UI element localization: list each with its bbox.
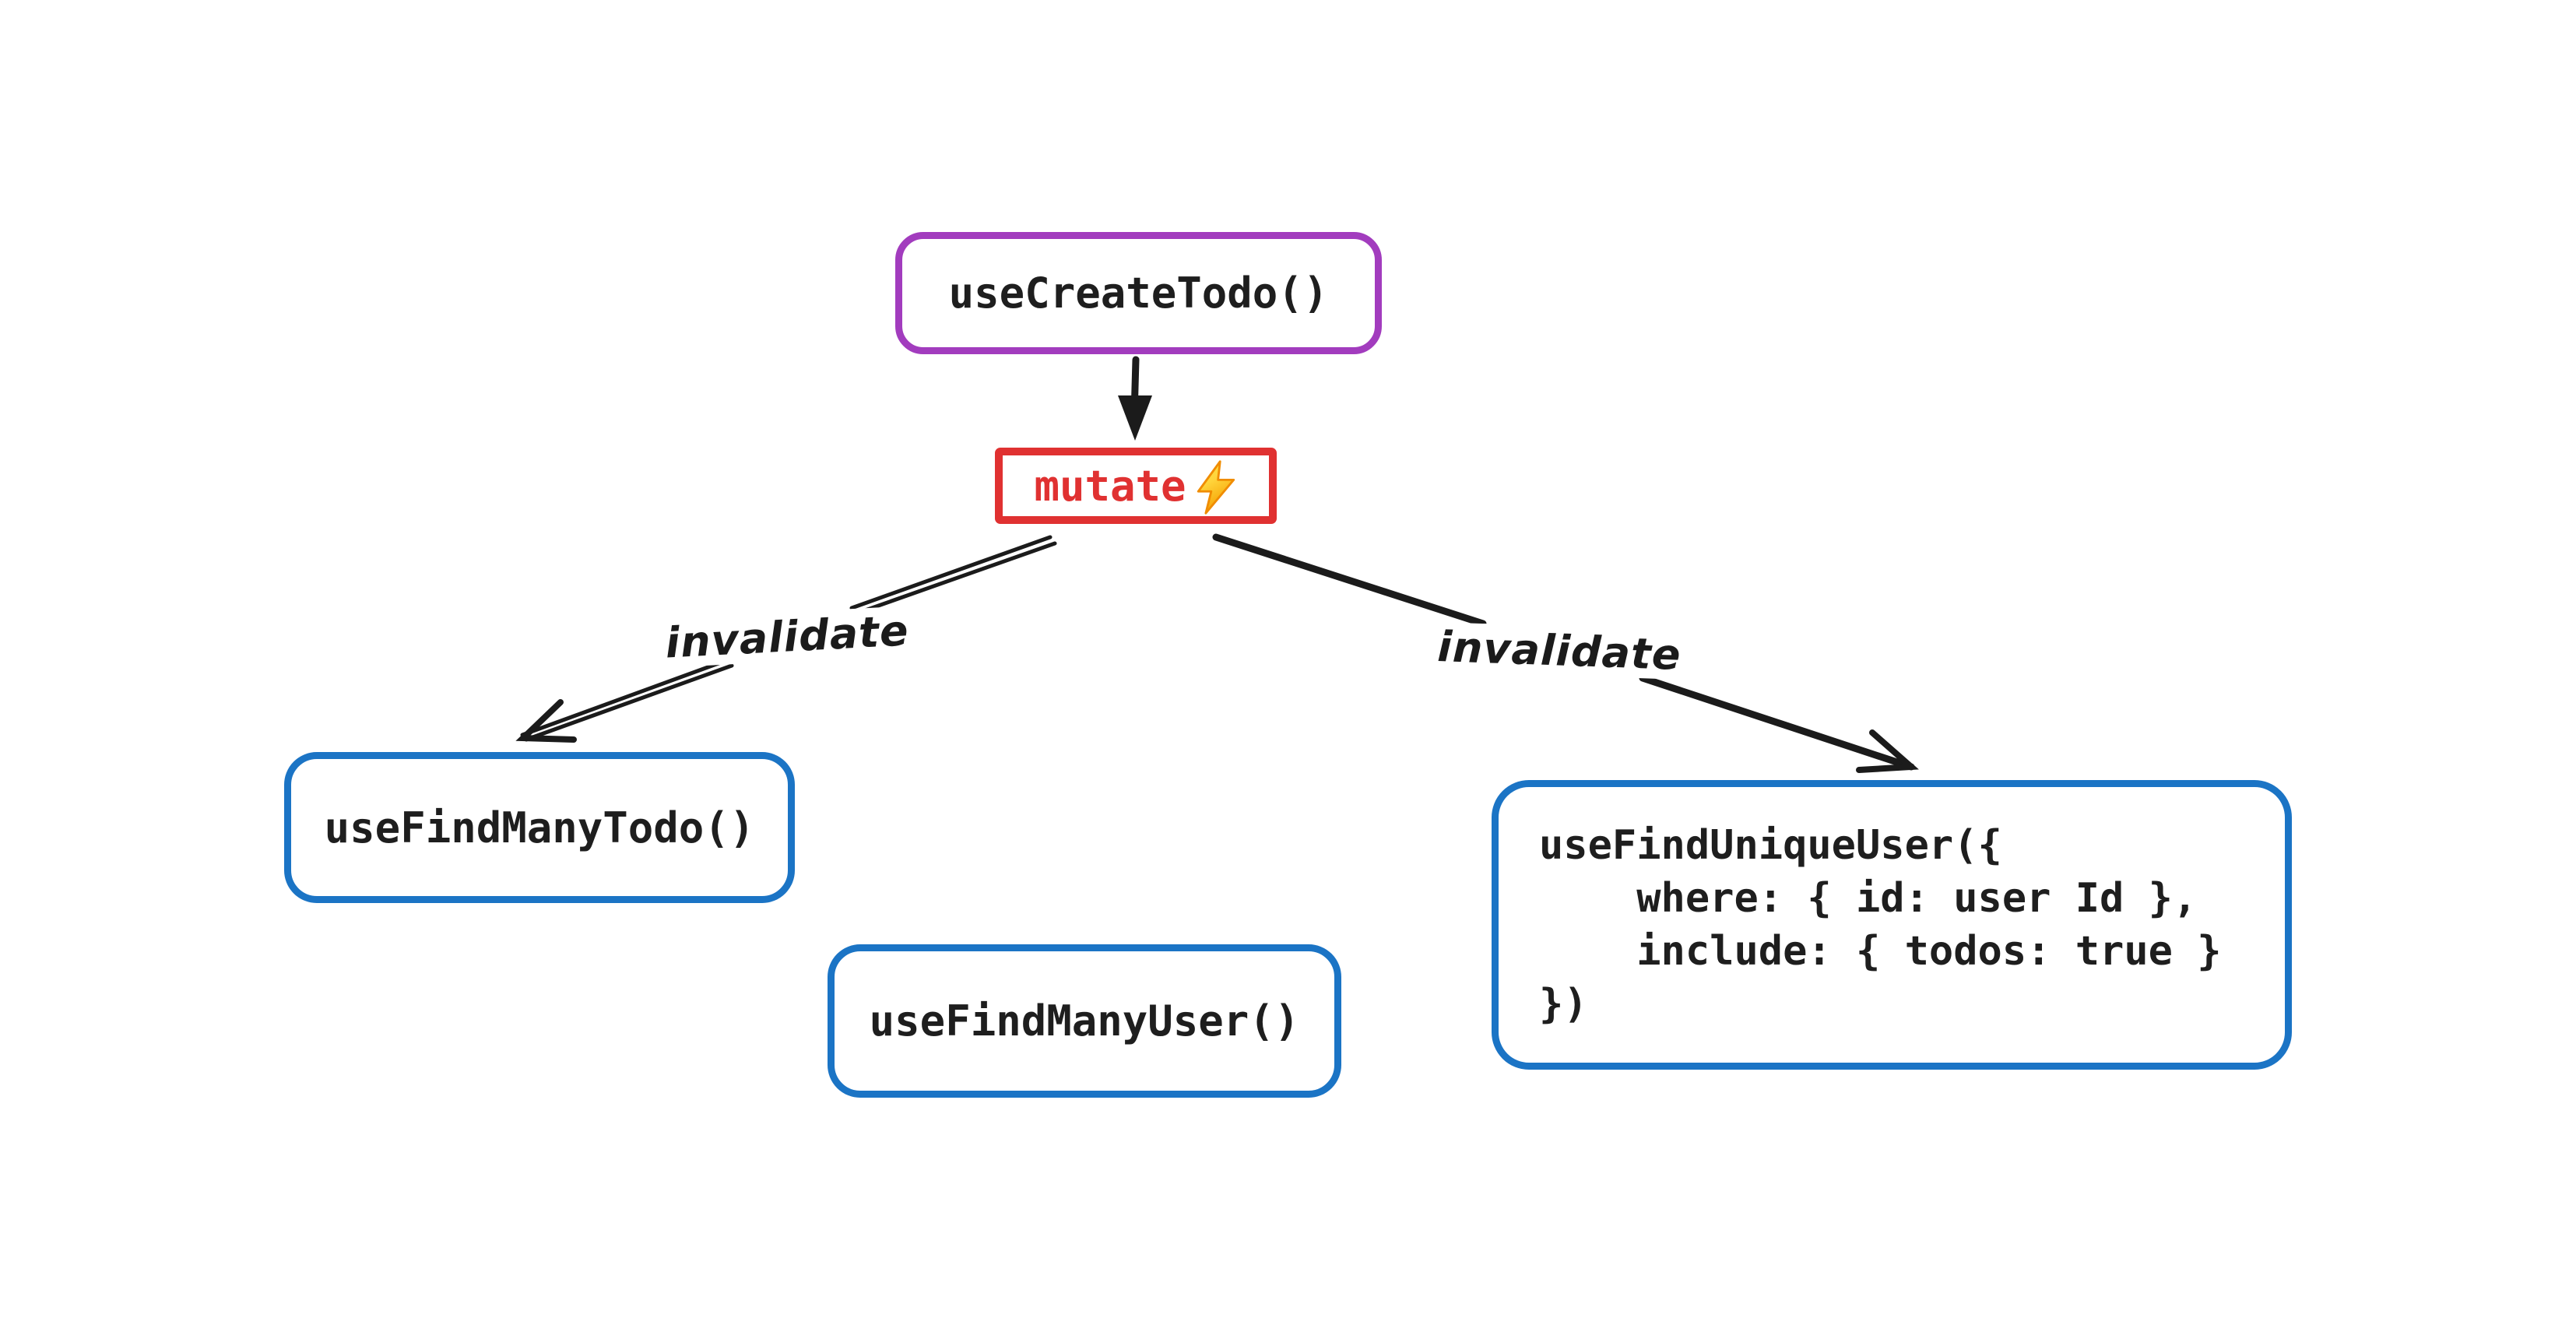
node-mutate-label: mutate <box>1034 461 1186 511</box>
node-use-create-todo-label: useCreateTodo() <box>948 269 1329 318</box>
node-use-find-many-user[interactable]: useFindManyUser() <box>828 944 1341 1098</box>
mutate-label-row: mutate <box>1034 457 1237 515</box>
find-unique-user-code-block: useFindUniqueUser({ where: { id: user Id… <box>1539 819 2222 1031</box>
node-use-find-many-todo-label: useFindManyTodo() <box>324 803 755 852</box>
node-mutate[interactable]: mutate <box>995 448 1277 524</box>
lightning-bolt-icon <box>1197 460 1235 515</box>
code-line: useFindUniqueUser({ <box>1539 822 2002 869</box>
edge-label-invalidate-right[interactable]: invalidate <box>1429 621 1690 680</box>
node-use-find-unique-user[interactable]: useFindUniqueUser({ where: { id: user Id… <box>1492 780 2292 1070</box>
node-use-create-todo[interactable]: useCreateTodo() <box>895 232 1382 354</box>
arrow-create-to-mutate[interactable] <box>1118 356 1152 441</box>
code-line: where: { id: user Id }, <box>1539 875 2198 922</box>
arrow-mutate-to-find-many-todo[interactable] <box>515 535 1057 743</box>
edge-label-invalidate-left[interactable]: invalidate <box>656 605 918 669</box>
code-line: include: { todos: true } <box>1539 928 2222 975</box>
code-line: }) <box>1539 981 1588 1028</box>
node-use-find-many-todo[interactable]: useFindManyTodo() <box>284 752 795 903</box>
arrow-mutate-to-find-unique-user[interactable] <box>1212 533 1919 773</box>
node-use-find-many-user-label: useFindManyUser() <box>869 996 1300 1046</box>
